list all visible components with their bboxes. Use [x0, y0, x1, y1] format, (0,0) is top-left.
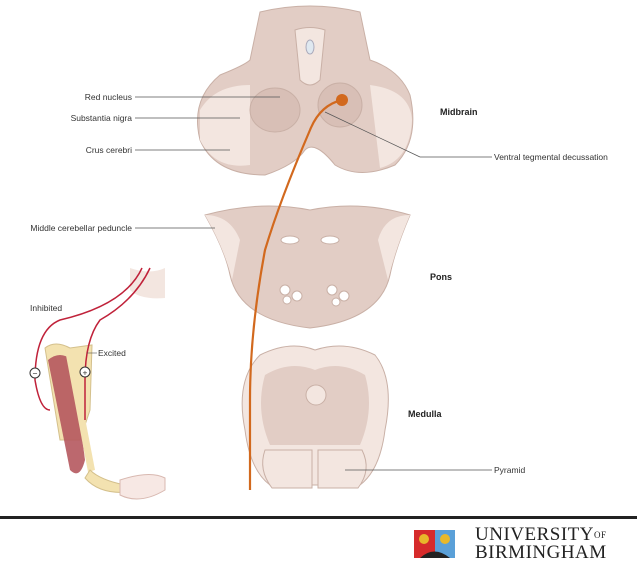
red-nucleus-label: Red nucleus	[85, 92, 132, 102]
ventral-tegmental-decussation-label: Ventral tegmental decussation	[494, 152, 608, 162]
university-logo: UNIVERSITYOF BIRMINGHAM	[475, 524, 607, 563]
substantia-nigra-label: Substantia nigra	[71, 113, 133, 123]
excited-nerve	[84, 267, 151, 420]
midbrain-section	[197, 5, 414, 176]
plus-icon	[79, 366, 91, 378]
inhibited-label: Inhibited	[30, 303, 62, 313]
crus-cerebri-label: Crus cerebri	[86, 145, 132, 155]
svg-text:−: −	[33, 369, 38, 379]
midbrain-label: Midbrain	[440, 107, 478, 117]
medulla-section	[241, 345, 389, 489]
middle-cerebellar-peduncle-label: Middle cerebellar peduncle	[30, 223, 132, 233]
medulla-label: Medulla	[408, 409, 442, 419]
excited-label: Excited	[98, 348, 126, 358]
university-crest-icon	[414, 530, 455, 558]
rubrospinal-tract	[248, 98, 343, 490]
pons-label: Pons	[430, 272, 452, 282]
pons-section	[204, 205, 411, 329]
pyramid-label: Pyramid	[494, 465, 525, 475]
svg-text:+: +	[83, 368, 88, 378]
minus-icon	[29, 367, 41, 379]
arm-inset: − + Inhibited Excited	[29, 267, 166, 500]
footer-divider	[0, 516, 637, 519]
inhibited-nerve	[34, 267, 143, 411]
